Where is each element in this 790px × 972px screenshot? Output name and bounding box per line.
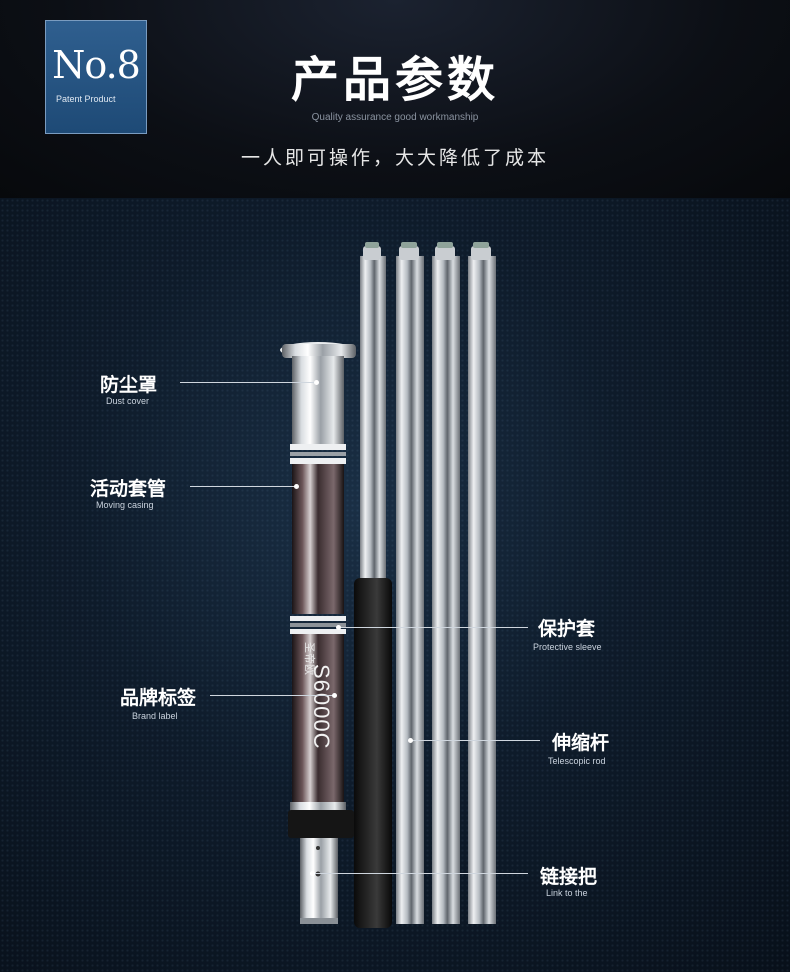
callout-telescopic-rod-cn: 伸缩杆: [552, 732, 610, 754]
callout-telescopic-rod-en: Telescopic rod: [548, 756, 606, 766]
callout-moving-casing-cn: 活动套管: [90, 478, 167, 500]
callout-moving-casing-en: Moving casing: [96, 500, 154, 510]
header-banner: No.8 Patent Product 产品参数 Quality assuran…: [0, 0, 790, 198]
callout-dust-cover-cn: 防尘罩: [100, 374, 158, 396]
badge-subtitle: Patent Product: [56, 94, 116, 104]
page-title: 产品参数: [290, 52, 499, 108]
callout-link-cn: 链接把: [540, 866, 598, 888]
callout-brand-label-cn: 品牌标签: [120, 687, 197, 709]
brand-logo-text: 圣帝欧: [303, 642, 316, 675]
model-number: S6000C: [309, 664, 334, 750]
handle-assembly: [280, 342, 356, 924]
callout-protective-sleeve-en: Protective sleeve: [533, 642, 602, 652]
slogan: 一人即可操作，大大降低了成本: [240, 147, 549, 169]
callout-dust-cover-en: Dust cover: [106, 396, 150, 406]
callout-protective-sleeve-cn: 保护套: [538, 618, 596, 640]
model-label: S6000C 圣帝欧: [292, 634, 344, 804]
callout-dust-cover-dot: [314, 380, 319, 385]
callout-telescopic-rod-dot: [408, 738, 413, 743]
page-title-english: Quality assurance good workmanship: [311, 112, 479, 123]
callout-brand-label-en: Brand label: [132, 711, 178, 721]
callout-telescopic-rod-line: [412, 740, 540, 741]
callout-protective-sleeve-line: [340, 627, 528, 628]
badge-number: No.8: [52, 43, 141, 87]
callout-link-line: [314, 873, 528, 874]
callout-brand-label-line: [210, 695, 334, 696]
product-diagram: S6000C 圣帝欧 防尘罩 Dust cover 活动套管 Moving ca…: [0, 198, 790, 972]
callout-brand-label-dot: [332, 693, 337, 698]
patent-badge: No.8 Patent Product: [45, 20, 147, 134]
product-illustration: [280, 242, 496, 928]
callout-moving-casing-dot: [294, 484, 299, 489]
callout-moving-casing-line: [190, 486, 296, 487]
protective-sleeve-graphic: [354, 578, 392, 928]
background-texture: [0, 198, 790, 972]
callout-link-en: Link to the: [546, 888, 588, 898]
callout-link-dot: [310, 871, 315, 876]
callout-dust-cover-line: [180, 382, 316, 383]
callout-protective-sleeve-dot: [336, 625, 341, 630]
